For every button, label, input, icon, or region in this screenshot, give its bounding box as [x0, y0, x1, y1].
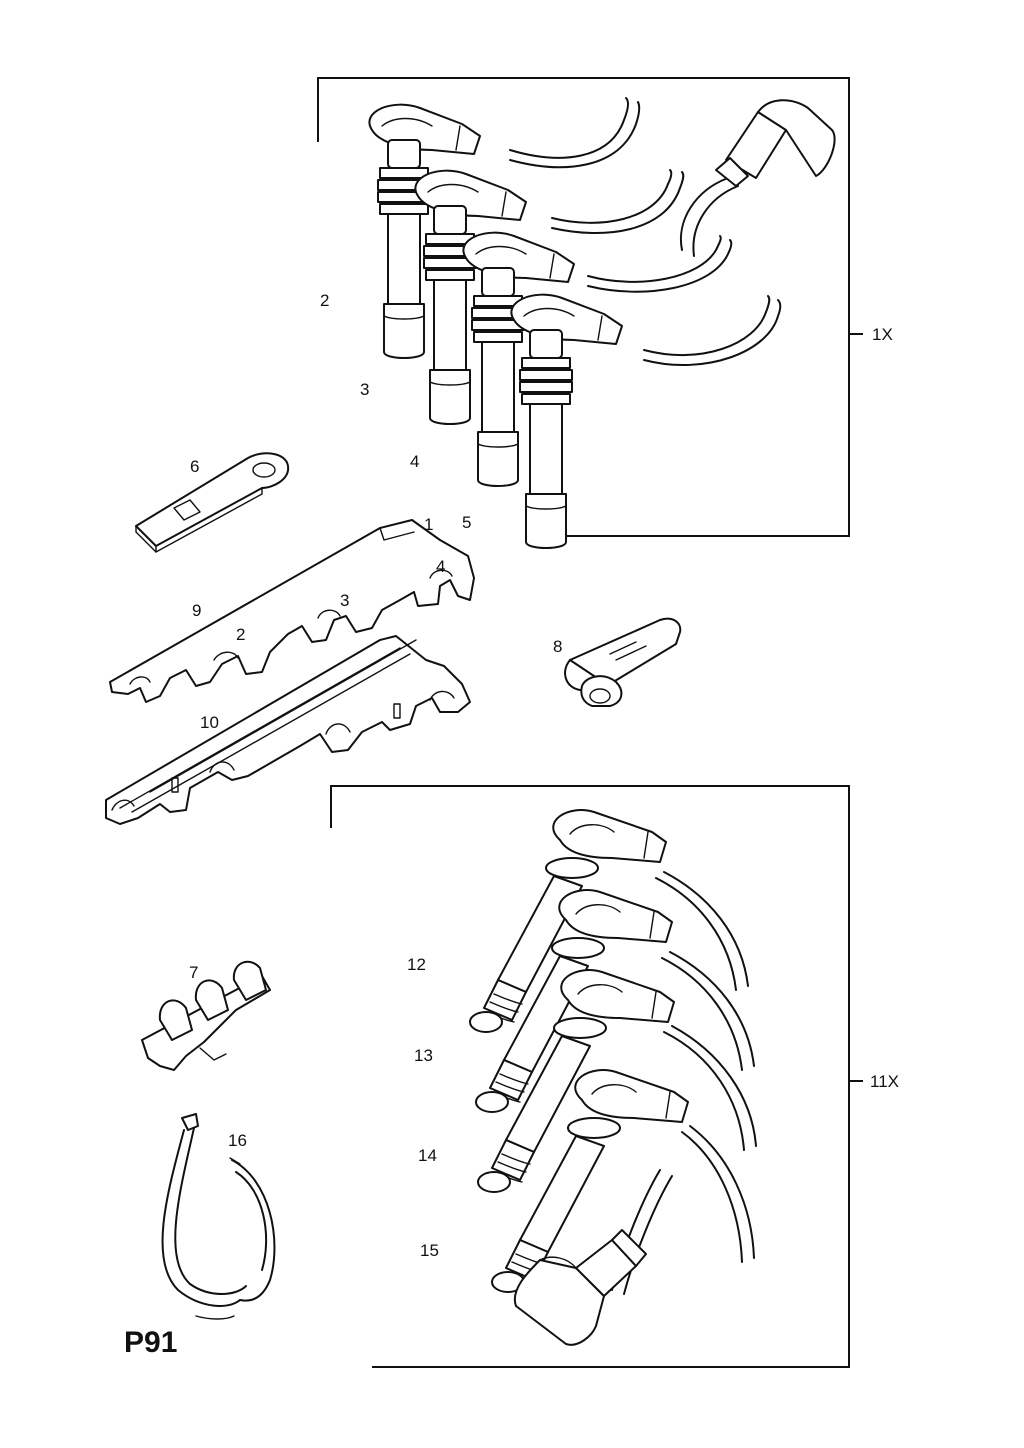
rail-marking-2: 2	[236, 625, 245, 644]
lower-kit-quantity-label: 11X	[870, 1072, 899, 1091]
part-label-14: 14	[418, 1146, 437, 1165]
upper-angled-plug	[715, 99, 836, 187]
spark-plug-lead-5	[510, 293, 623, 549]
part-label-9: 9	[192, 601, 201, 620]
rail-marking-3: 3	[340, 591, 349, 610]
part-label-7: 7	[189, 963, 198, 982]
part-label-5: 5	[462, 513, 471, 532]
lead-clip	[141, 960, 271, 1071]
tag-plate	[135, 452, 290, 553]
rail-marking-4: 4	[436, 557, 445, 576]
lead-rail-cover	[109, 519, 475, 703]
part-label-2: 2	[320, 291, 329, 310]
upper-kit-quantity-label: 1X	[872, 325, 893, 344]
part-label-16: 16	[228, 1131, 247, 1150]
part-label-6: 6	[190, 457, 199, 476]
part-label-3: 3	[360, 380, 369, 399]
lower-kit-cables	[611, 871, 757, 1295]
part-label-13: 13	[414, 1046, 433, 1065]
rail-marking-1: 1	[424, 515, 433, 534]
part-label-15: 15	[420, 1241, 439, 1260]
lower-kit-bracket	[330, 785, 850, 1368]
part-label-12: 12	[407, 955, 426, 974]
upper-kit-bracket	[317, 77, 850, 537]
page-code: P91	[124, 1326, 177, 1359]
lower-angled-plug	[513, 1229, 647, 1346]
part-label-10: 10	[200, 713, 219, 732]
part-label-4: 4	[410, 452, 419, 471]
cable-tie	[161, 1113, 276, 1320]
upper-kit-cables	[509, 97, 782, 367]
part-label-8: 8	[553, 637, 562, 656]
connector	[564, 617, 682, 707]
lead-rail-base	[105, 635, 471, 825]
